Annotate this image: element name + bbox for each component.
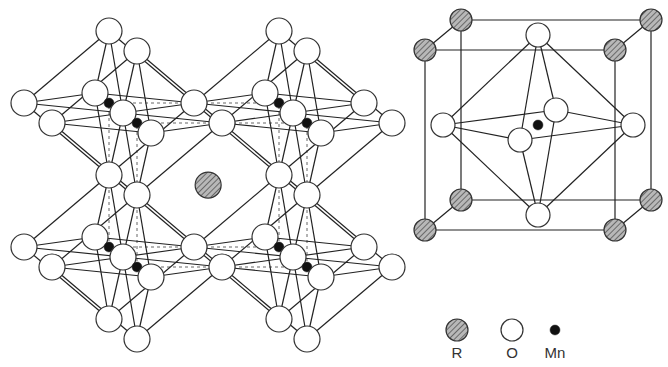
o-atom [526,23,550,47]
o-atom [308,120,334,146]
o-atom [294,38,320,64]
polyhedron-edge [307,195,392,267]
polyhedron-edge [279,175,364,247]
polyhedron-edge [222,123,307,195]
polyhedron-edge [109,175,194,247]
polyhedron-edge [650,20,651,200]
r-atom [450,9,472,31]
o-atom [501,319,523,341]
polyhedron-edge [137,51,222,123]
o-atom [266,162,292,188]
octahedra-network [11,18,405,352]
o-atom [209,110,235,136]
o-atom [209,254,235,280]
r-atom [640,9,662,31]
polyhedron-edge [424,50,425,230]
o-atom [308,264,334,290]
unit-cell [414,9,662,241]
o-atom [181,234,207,260]
o-atom [621,113,645,137]
polyhedron-edge [137,195,222,267]
o-atom [431,113,455,137]
polyhedron-edge [461,19,651,20]
polyhedron-edge [109,31,194,103]
polyhedron-edge [52,267,137,339]
o-atom [508,128,532,152]
r-atom [640,189,662,211]
o-atom [124,38,150,64]
polyhedron-edge [460,20,461,200]
r-atom [446,319,468,341]
polyhedron-edge [425,49,615,50]
polyhedron-edge [194,103,279,175]
o-atom [351,90,377,116]
r-atom [450,189,472,211]
o-atom [96,18,122,44]
polyhedron-edge [461,199,651,200]
o-atom [11,90,37,116]
mn-atom [533,120,543,130]
polyhedron-edge [24,247,109,319]
r-atom [414,219,436,241]
legend-symbol [443,316,471,344]
o-atom [266,306,292,332]
o-atom [39,110,65,136]
o-atom [124,326,150,352]
r-atom [604,219,626,241]
r-atom [195,172,221,198]
o-atom [526,203,550,227]
legend-label: R [452,344,463,362]
o-atom [266,18,292,44]
polyhedron-edge [222,267,307,339]
polyhedron-edge [425,229,615,230]
o-atom [138,120,164,146]
polyhedron-edge [279,31,364,103]
legend-label: Mn [545,344,566,362]
polyhedron-edge [443,125,538,215]
o-atom [39,254,65,280]
o-atom [294,326,320,352]
o-atom [138,264,164,290]
r-atom [414,39,436,61]
polyhedron-edge [538,125,633,215]
legend-symbol [498,316,526,344]
polyhedron-edge [538,35,633,125]
polyhedron-edge [52,123,137,195]
legend-label: O [506,344,518,362]
o-atom [379,110,405,136]
o-atom [124,182,150,208]
mn-atom [550,325,560,335]
polyhedron-edge [194,247,279,319]
o-atom [351,234,377,260]
legend-symbol [541,316,569,344]
polyhedron-edge [443,35,538,125]
o-atom [11,234,37,260]
o-atom [181,90,207,116]
o-atom [96,306,122,332]
polyhedron-edge [614,50,615,230]
o-atom [544,98,568,122]
o-atom [96,162,122,188]
r-atom [604,39,626,61]
o-atom [379,254,405,280]
polyhedron-edge [307,51,392,123]
polyhedron-edge [24,103,109,175]
o-atom [294,182,320,208]
